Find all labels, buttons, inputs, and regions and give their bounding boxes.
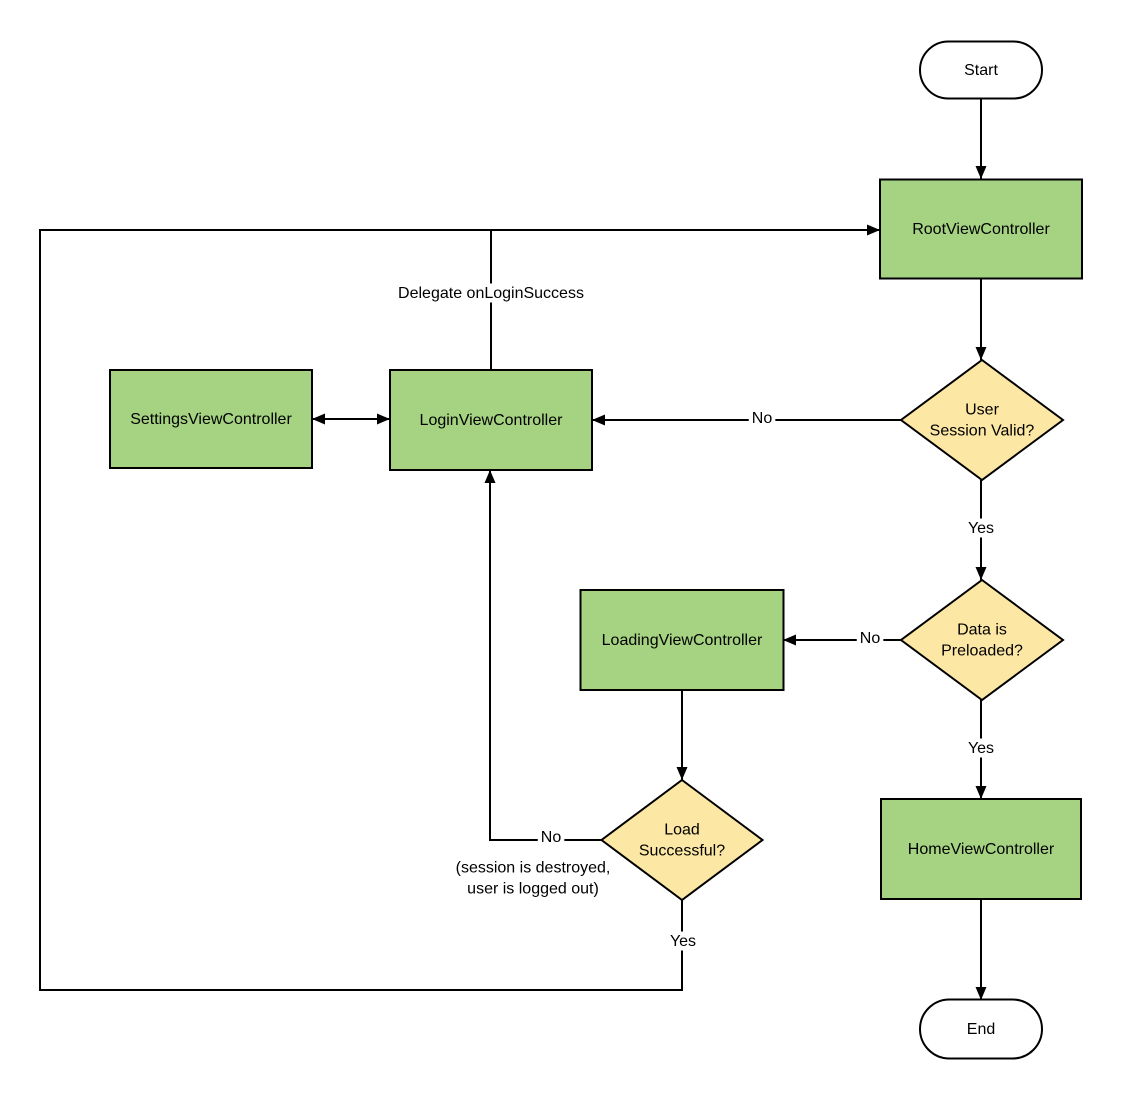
labels-layer: Delegate onLoginSuccessNoYesNoYesNo(sess… [395,283,998,951]
node-settings: SettingsViewController [109,369,313,469]
node-label-end: End [967,1021,995,1038]
node-label-loading: LoadingViewController [602,632,763,649]
label-loadok-note: (session is destroyed,user is logged out… [456,859,611,897]
loadok-diamond [599,778,765,902]
label-session-no-text: No [752,410,773,427]
node-end: End [919,998,1043,1060]
node-label-start: Start [964,62,998,79]
label-delegate-text: Delegate onLoginSuccess [398,285,584,302]
label-delegate: Delegate onLoginSuccess [395,283,587,303]
label-loadok-no-bg [537,827,565,847]
label-session-no-bg [748,408,776,428]
node-root: RootViewController [879,178,1083,280]
root-shape [879,178,1083,280]
label-preloaded-no-text: No [860,630,881,647]
label-preloaded-no: No [856,628,884,648]
node-home: HomeViewController [880,798,1082,900]
label-preloaded-no-bg [856,628,884,648]
loading-shape [579,589,785,691]
label-loadok-yes-text: Yes [670,933,696,950]
node-label-settings: SettingsViewController [130,411,292,428]
preloaded-diamond [899,578,1065,702]
label-loadok-yes-bg [666,931,700,951]
label-loadok-no-text: No [541,829,562,846]
node-label-login: LoginViewController [420,412,564,429]
home-shape [880,798,1082,900]
node-label-home: HomeViewController [908,841,1055,858]
edge-loadok-no-to-login [484,470,602,841]
label-loadok-yes: Yes [666,931,700,951]
label-loadok-note-text: (session is destroyed,user is logged out… [456,859,611,897]
label-delegate-bg [395,283,587,303]
label-loadok-no: No [537,827,565,847]
node-label-root: RootViewController [912,221,1050,238]
label-preloaded-yes-bg [964,738,998,758]
label-session-yes-bg [964,518,998,538]
label-session-yes: Yes [964,518,998,538]
node-login: LoginViewController [389,369,593,471]
session-diamond [899,358,1065,482]
node-loading: LoadingViewController [579,589,785,691]
label-preloaded-yes-text: Yes [968,740,994,757]
label-preloaded-yes: Yes [964,738,998,758]
edge-loadok-yes-loop [39,229,683,991]
edges-layer [39,98,987,1000]
label-session-yes-text: Yes [968,520,994,537]
settings-shape [109,369,313,469]
end-shape [919,998,1043,1060]
start-shape [919,40,1043,100]
login-shape [389,369,593,471]
node-start: Start [919,40,1043,100]
label-session-no: No [748,408,776,428]
